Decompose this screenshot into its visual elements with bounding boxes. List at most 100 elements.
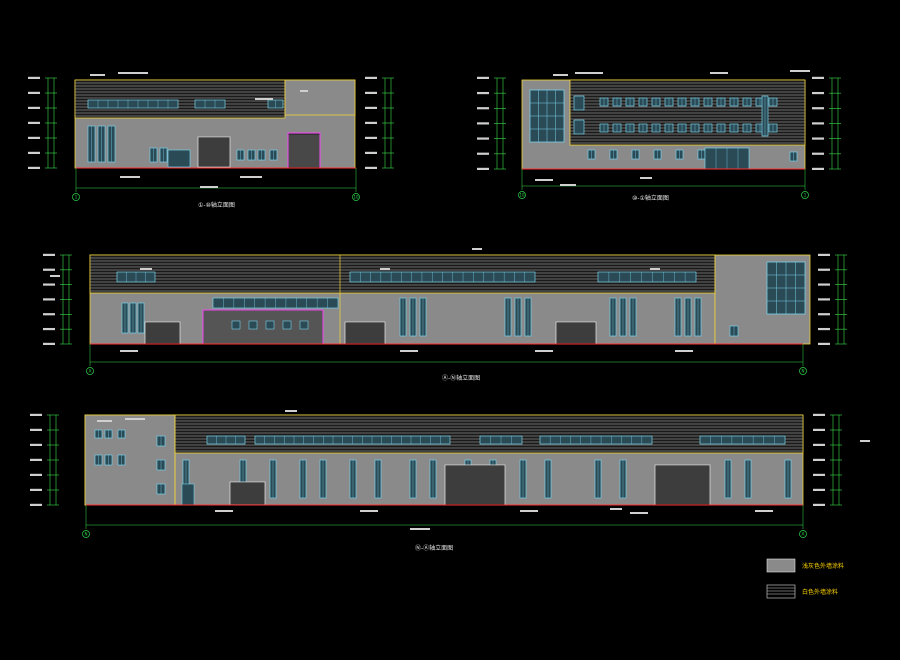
elevation-title-3: Ⓐ-Ⓝ轴立面图: [442, 374, 480, 382]
elevation-title-2: ⑩-①轴立面图: [632, 194, 669, 202]
elevation-2-drawing: 10 1: [477, 70, 841, 199]
roller-door: [197, 136, 231, 168]
dimension-text: [813, 458, 825, 461]
dimension-text: [28, 76, 40, 79]
annotation-text: [285, 410, 297, 412]
legend-swatch-solid: [766, 558, 796, 573]
dimension-text: [30, 473, 42, 476]
legend: 浅灰色外墙涂料 白色外墙涂料: [766, 558, 844, 599]
annotation-text: [553, 74, 568, 76]
window: [265, 320, 275, 330]
annotation-text: [120, 350, 138, 352]
dimension-text: [813, 488, 825, 491]
dimension-text: [818, 268, 830, 271]
annotation-text: [400, 350, 418, 352]
dimension-text: [28, 151, 40, 154]
annotation-text: [97, 420, 112, 422]
dimension-text: [30, 443, 42, 446]
roller-door: [344, 321, 386, 345]
annotation-text: [240, 176, 262, 178]
ribbon-window: [597, 271, 697, 283]
dimension-text: [812, 137, 824, 140]
axis-label: A: [89, 369, 92, 374]
annotation-text: [118, 72, 148, 74]
dimension-text: [818, 313, 830, 316]
axis-label: 1: [75, 195, 78, 200]
axis-bubble: [801, 191, 809, 199]
dimension-text: [43, 268, 55, 271]
annotation-text: [640, 177, 652, 179]
window: [299, 320, 309, 330]
dimension-text: [477, 91, 489, 95]
white-coating-band: [174, 414, 804, 454]
ribbon-window: [539, 435, 653, 445]
dimension-text: [812, 167, 824, 170]
roller-door: [555, 321, 597, 345]
legend-label-striped: 白色外墙涂料: [802, 588, 838, 596]
annotation-text: [520, 510, 538, 512]
annotation-text: [790, 70, 810, 72]
annotation-text: [50, 275, 60, 277]
window: [248, 320, 258, 330]
dimension-text: [813, 473, 825, 476]
annotation-text: [535, 350, 553, 352]
dimension-text: [813, 443, 825, 446]
roller-door: [144, 321, 181, 345]
annotation-text: [120, 176, 140, 178]
dimension-text: [365, 151, 377, 154]
annotation-text: [380, 268, 390, 270]
dimension-text: [812, 107, 824, 110]
dimension-text: [813, 428, 825, 431]
axis-label: 10: [519, 193, 525, 198]
dimension-text: [28, 136, 40, 139]
ribbon-window: [87, 99, 179, 109]
legend-swatch-striped: [766, 584, 796, 599]
window: [282, 320, 292, 330]
annotation-text: [755, 510, 773, 512]
dimension-text: [818, 327, 830, 331]
dimension-text: [28, 121, 40, 124]
annotation-text: [410, 528, 430, 530]
dimension-text: [365, 121, 377, 124]
dimension-text: [43, 283, 55, 286]
axis-label: 10: [353, 195, 359, 200]
axis-bubble: [86, 367, 94, 375]
axis-label: 1: [804, 193, 807, 198]
window: [573, 119, 585, 135]
dimension-text: [28, 106, 40, 109]
dimension-text: [812, 122, 824, 125]
axis-bubble: [352, 193, 360, 201]
legend-label-solid: 浅灰色外墙涂料: [802, 562, 844, 570]
dimension-text: [813, 503, 825, 506]
dimension-text: [818, 298, 830, 301]
dimension-text: [43, 327, 55, 331]
dimension-text: [365, 76, 377, 79]
axis-bubble: [799, 367, 807, 375]
white-coating-band: [74, 79, 286, 119]
elevation-title-4: Ⓝ-Ⓐ轴立面图: [415, 544, 453, 552]
annotation-text: [90, 74, 105, 76]
annotation-text: [650, 268, 660, 270]
dimension-text: [812, 76, 824, 79]
dimension-text: [477, 167, 489, 170]
axis-bubble: [518, 191, 526, 199]
annotation-text: [535, 179, 553, 181]
dimension-text: [365, 91, 377, 94]
elevation-1-drawing: 1 10: [28, 72, 394, 201]
dimension-text: [477, 107, 489, 110]
roller-door: [287, 132, 321, 169]
dimension-text: [365, 166, 377, 169]
entrance-door: [181, 483, 195, 506]
dimension-text: [477, 152, 489, 155]
dimension-text: [30, 503, 42, 506]
annotation-text: [360, 510, 378, 512]
annotation-text: [140, 268, 152, 270]
annotation-text: [560, 184, 576, 186]
roller-door: [229, 481, 266, 506]
annotation-text: [300, 90, 308, 92]
annotation-text: [215, 510, 233, 512]
annotation-text: [610, 508, 622, 510]
